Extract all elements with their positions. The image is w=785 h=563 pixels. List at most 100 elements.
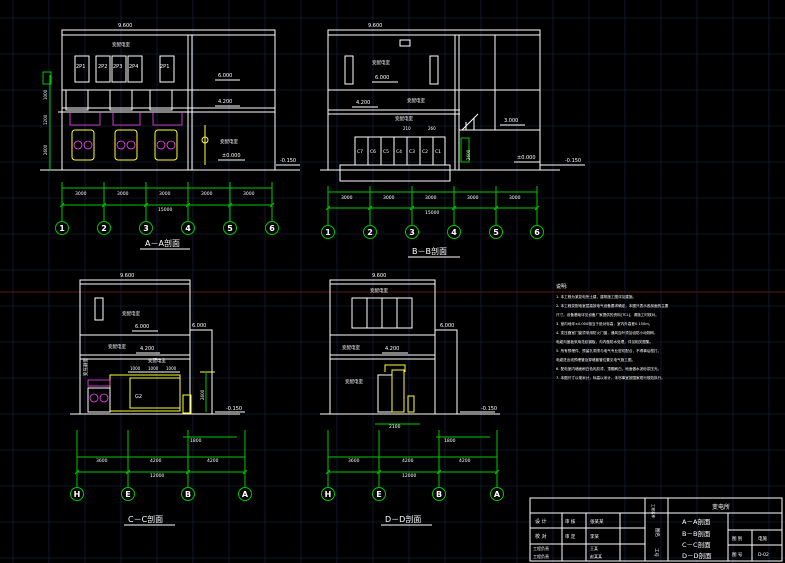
tb-row3-label: 工程负责 <box>533 545 549 551</box>
axis-label: E <box>125 490 130 499</box>
cc-g2: G2 <box>135 394 142 400</box>
tb-drawing-label: 图名 <box>654 528 661 537</box>
axis-label: 4 <box>185 224 191 233</box>
dd-dim-1: 3600 <box>348 458 360 464</box>
bb-cab-7: C1 <box>435 149 441 155</box>
axis-label: B <box>436 490 442 499</box>
notes-line-3: 尺寸，设备基础详见设备厂家提供的资料[TCL]，请施工时核对。 <box>556 312 659 317</box>
axis-label: 3 <box>143 224 149 233</box>
tb-project: 变电所 <box>712 503 730 511</box>
axis-bubble <box>55 221 69 235</box>
dd-top-level: 9.600 <box>372 273 386 279</box>
notes-line-7: 5. 所有预埋件、预留孔洞须与电气专业密切配合，不得事后凿打。 <box>556 348 661 353</box>
bb-dim-1: 3000 <box>341 195 353 201</box>
aa-left-dim-3: 2600 <box>43 144 48 155</box>
axis-label: 1 <box>59 224 65 233</box>
bb-cab-top-2: 260 <box>428 126 436 131</box>
cc-small-dim-2: 1000 <box>148 366 159 371</box>
axis-bubble <box>238 487 252 501</box>
bb-top-level: 9.600 <box>368 23 382 29</box>
cc-v-dim: 2600 <box>200 389 205 400</box>
cc-small-dim-3: 1000 <box>166 366 177 371</box>
dd-dim-2100: 2100 <box>389 424 401 430</box>
cc-dim-3: 4200 <box>207 458 219 464</box>
tb-drawing-1: A－A剖面 <box>682 517 711 526</box>
bb-total: 15000 <box>425 210 439 216</box>
aa-panel-2: 2P2 <box>98 64 107 70</box>
dd-level-m: -0.150 <box>481 406 497 412</box>
notes-line-5: 4. 变压器室门窗须采用防火门窗，通风百叶须加设防小动物网， <box>556 330 658 335</box>
dd-dim-3: 4200 <box>459 458 471 464</box>
axis-bubble <box>181 221 195 235</box>
section-dd: 9.600 变配电室 6.000 变配电室 4.200 变配电室 2100 -0… <box>320 273 504 526</box>
aa-level-0: ±0.000 <box>222 153 241 159</box>
bb-cabinets: C7 C6 C5 C4 C3 C2 C1 210 260 <box>354 126 446 166</box>
axis-label: A <box>242 490 249 499</box>
cc-dim-1800: 1800 <box>190 438 202 444</box>
aa-left-dim-1: 1000 <box>43 89 48 100</box>
tb-drawing-3: C－C剖面 <box>682 540 711 549</box>
cc-level-6: 6.000 <box>135 324 149 330</box>
cc-level-m: -0.150 <box>226 406 242 412</box>
tb-sheet: 电施 <box>758 535 767 542</box>
bb-dim-2: 3000 <box>383 195 395 201</box>
notes-line-8: 电缆进出线预埋管及穿墙套管位置见电气施工图。 <box>556 357 635 362</box>
tb-mid-1: 审 核 <box>565 518 576 525</box>
cc-dim-1: 3600 <box>96 458 108 464</box>
notes-line-6: 电缆沟盖板采用花纹钢板，沟内做防水处理，详见相关图集。 <box>556 339 653 344</box>
bb-level-m: -0.150 <box>565 158 581 164</box>
axis-bubble <box>139 221 153 235</box>
tb-row2-label: 校 对 <box>535 533 547 540</box>
dd-equipment <box>377 364 415 413</box>
axis-label: 4 <box>451 228 457 237</box>
aa-room-right: 变配电室 <box>220 138 238 145</box>
title-block: 设 计 张某某 校 对 李某 工程负责 王某 工程负责 赵某某 审 核 审 定 … <box>529 497 783 562</box>
bb-level-42: 4.200 <box>356 100 370 106</box>
tb-row4-label: 工程负责 <box>533 553 549 559</box>
aa-level-4: 4.200 <box>218 99 232 105</box>
axis-label: 3 <box>409 228 415 237</box>
axis-label: E <box>376 490 381 499</box>
section-aa: 9.600 变配电室 2P1 2P2 2P3 2P4 2P1 6.000 4.2… <box>40 23 300 250</box>
aa-title: A－A剖面 <box>145 238 180 248</box>
axis-label: 1 <box>325 228 331 237</box>
aa-dim-2: 3000 <box>117 191 129 197</box>
bb-room-top: 变配电室 <box>372 59 390 66</box>
dd-dim-1800: 1800 <box>444 438 456 444</box>
tb-drawing-2: B－B剖面 <box>682 529 711 538</box>
notes-heading: 说明: <box>556 283 568 290</box>
dd-title: D－D剖面 <box>385 514 421 524</box>
axis-bubble <box>70 487 84 501</box>
bb-right-dim: 2600 <box>466 149 471 160</box>
cc-side-label: 变压器室 <box>82 358 89 376</box>
bb-dim-3: 3000 <box>425 195 437 201</box>
axis-bubble <box>530 225 544 239</box>
dd-room-top: 变配电室 <box>370 287 388 294</box>
cc-title: C－C剖面 <box>128 514 163 524</box>
bb-room-mid: 变配电室 <box>407 97 425 104</box>
aa-left-dim-2: 1200 <box>43 114 48 125</box>
bb-cab-4: C4 <box>396 149 402 155</box>
tb-project-label: 工程名称 <box>651 504 656 518</box>
notes-block: 说明: 1. 本工程为某变电所土建，建筑施工图详见建施。 2. 本工程变配电室层… <box>556 283 669 380</box>
axis-label: H <box>74 490 81 499</box>
notes-line-2: 2. 本工程变配电室层高按电气设备要求确定，本图只表示各剖面的主要 <box>556 303 669 308</box>
bb-cab-6: C2 <box>422 149 428 155</box>
cc-level-4: 4.200 <box>140 346 154 352</box>
axis-label: 5 <box>227 224 233 233</box>
section-bb: 9.600 变配电室 6.000 变配电室 4.200 变配电室 3.000 C… <box>320 23 585 258</box>
cc-total: 12000 <box>150 473 164 479</box>
axis-bubble <box>490 487 504 501</box>
aa-panels: 2P1 2P2 2P3 2P4 2P1 <box>74 55 175 83</box>
notes-line-9: 6. 配电室内墙面刷白色乳胶漆，顶棚刷白，地面做水泥砂浆压光。 <box>556 366 661 371</box>
dd-total: 12000 <box>402 473 416 479</box>
axis-label: 2 <box>367 228 373 237</box>
bb-cab-2: C6 <box>370 149 376 155</box>
cc-dim-2: 4200 <box>150 458 162 464</box>
tb-row3-value: 王某 <box>590 545 598 551</box>
tb-mid-2: 审 定 <box>565 533 576 540</box>
bb-dim-4: 3000 <box>467 195 479 201</box>
bb-cab-top-1: 210 <box>403 126 411 131</box>
tb-row1-value: 张某某 <box>590 518 604 525</box>
